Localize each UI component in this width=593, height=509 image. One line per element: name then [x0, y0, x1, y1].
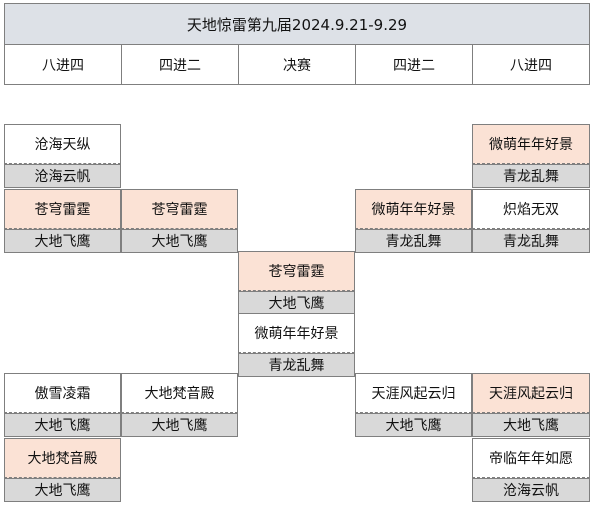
match-team-bottom: 青龙乱舞 — [355, 229, 472, 253]
match-team-bottom: 青龙乱舞 — [472, 229, 590, 253]
match-team-top: 微萌年年好景 — [355, 189, 472, 229]
round-header-final: 决赛 — [238, 45, 355, 85]
final-team-bottom: 大地飞鹰 — [238, 291, 355, 315]
match-team-top: 天涯风起云归 — [472, 373, 590, 413]
match-team-top: 大地梵音殿 — [121, 373, 238, 413]
match-team-top: 傲雪凌霜 — [4, 373, 121, 413]
round-header-left-quarterfinal: 八进四 — [4, 45, 121, 85]
match-team-top: 沧海天纵 — [4, 124, 121, 164]
match-team-top: 苍穹雷霆 — [121, 189, 238, 229]
bracket-title: 天地惊雷第九届2024.9.21-9.29 — [4, 3, 590, 45]
match-team-bottom: 青龙乱舞 — [472, 164, 590, 188]
match-team-bottom: 大地飞鹰 — [4, 413, 121, 437]
match-team-bottom: 沧海云帆 — [4, 164, 121, 188]
round-header-left-semifinal: 四进二 — [121, 45, 238, 85]
match-team-top: 炽焰无双 — [472, 189, 590, 229]
match-team-bottom: 大地飞鹰 — [472, 413, 590, 437]
match-team-bottom: 大地飞鹰 — [4, 229, 121, 253]
match-team-top: 天涯风起云归 — [355, 373, 472, 413]
match-team-bottom: 沧海云帆 — [472, 478, 590, 502]
final-team-top: 微萌年年好景 — [238, 313, 355, 353]
match-team-bottom: 大地飞鹰 — [4, 478, 121, 502]
match-team-top: 大地梵音殿 — [4, 438, 121, 478]
match-team-top: 帝临年年如愿 — [472, 438, 590, 478]
round-header-right-semifinal: 四进二 — [355, 45, 472, 85]
final-team-bottom: 青龙乱舞 — [238, 353, 355, 377]
final-team-top: 苍穹雷霆 — [238, 251, 355, 291]
round-header-right-quarterfinal: 八进四 — [472, 45, 590, 85]
match-team-top: 微萌年年好景 — [472, 124, 590, 164]
match-team-bottom: 大地飞鹰 — [355, 413, 472, 437]
match-team-top: 苍穹雷霆 — [4, 189, 121, 229]
match-team-bottom: 大地飞鹰 — [121, 413, 238, 437]
match-team-bottom: 大地飞鹰 — [121, 229, 238, 253]
